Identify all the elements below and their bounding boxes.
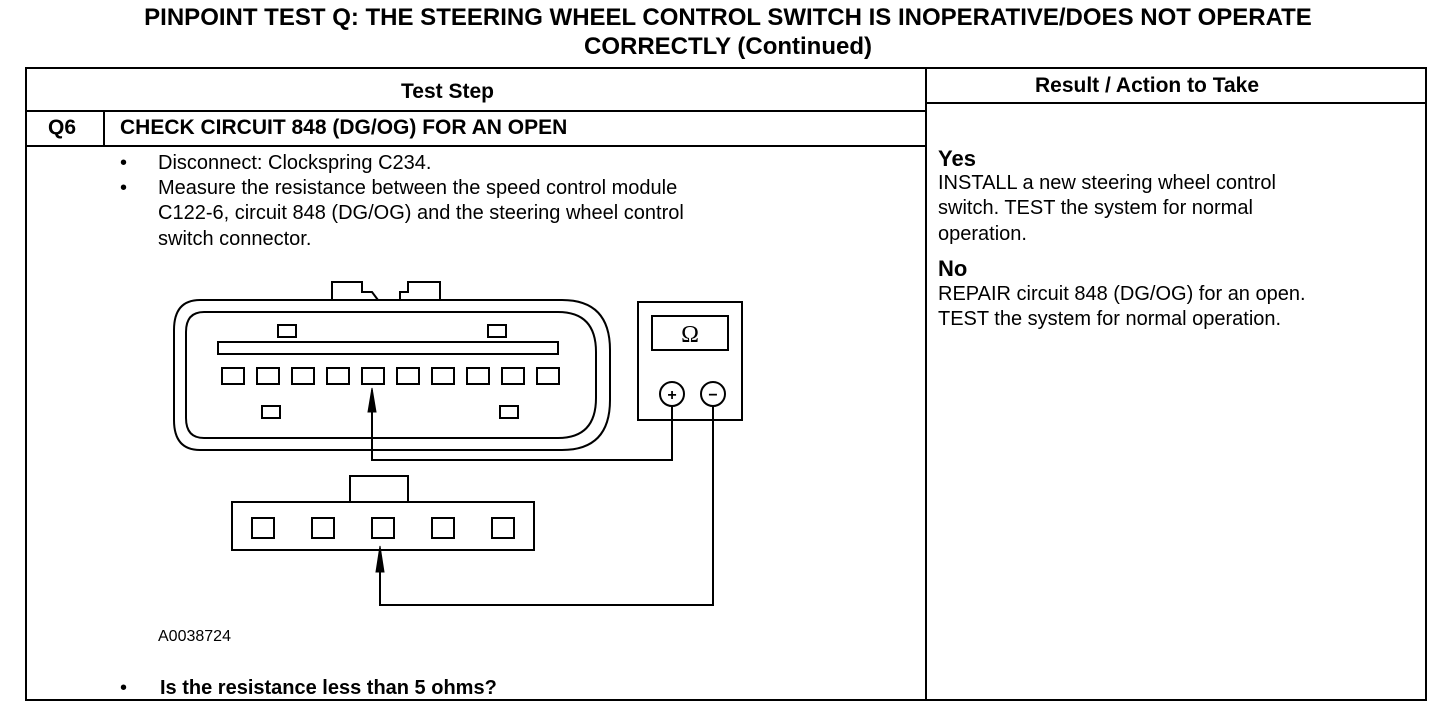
no-action: TEST the system for normal operation.	[938, 308, 1282, 330]
yes-action: operation.	[938, 223, 1027, 245]
column-header-test-step: Test Step	[401, 80, 494, 103]
bullet-text-continued: switch connector.	[158, 228, 312, 250]
step-id: Q6	[48, 116, 77, 139]
column-divider	[925, 67, 927, 701]
step-title-rule	[25, 145, 926, 147]
bullet-dot: •	[120, 152, 128, 174]
meter-minus-label: −	[708, 387, 717, 404]
figure-id: A0038724	[158, 628, 231, 645]
ohm-symbol: Ω	[681, 322, 699, 348]
no-label: No	[938, 256, 968, 281]
yes-action: INSTALL a new steering wheel control	[938, 172, 1276, 194]
meter-plus-label: +	[667, 387, 676, 404]
bullet-text-continued: C122-6, circuit 848 (DG/OG) and the stee…	[158, 202, 684, 224]
test-table	[25, 67, 1427, 701]
header-rule-left	[25, 110, 926, 112]
column-header-result: Result / Action to Take	[1035, 74, 1260, 97]
bullet-dot: •	[120, 677, 128, 699]
yes-action: switch. TEST the system for normal	[938, 197, 1253, 219]
page-title-continued: CORRECTLY (Continued)	[584, 33, 872, 60]
header-rule-right	[926, 102, 1427, 104]
page-title: PINPOINT TEST Q: THE STEERING WHEEL CONT…	[144, 4, 1312, 31]
bullet-text: Disconnect: Clockspring C234.	[158, 152, 432, 174]
step-title: CHECK CIRCUIT 848 (DG/OG) FOR AN OPEN	[120, 116, 568, 139]
test-question: Is the resistance less than 5 ohms?	[160, 677, 497, 699]
bullet-dot: •	[120, 177, 128, 199]
yes-label: Yes	[938, 146, 976, 171]
step-id-divider	[103, 110, 105, 146]
no-action: REPAIR circuit 848 (DG/OG) for an open.	[938, 283, 1306, 305]
bullet-text: Measure the resistance between the speed…	[158, 177, 678, 199]
wiring-diagram: Ω + −	[173, 281, 743, 606]
